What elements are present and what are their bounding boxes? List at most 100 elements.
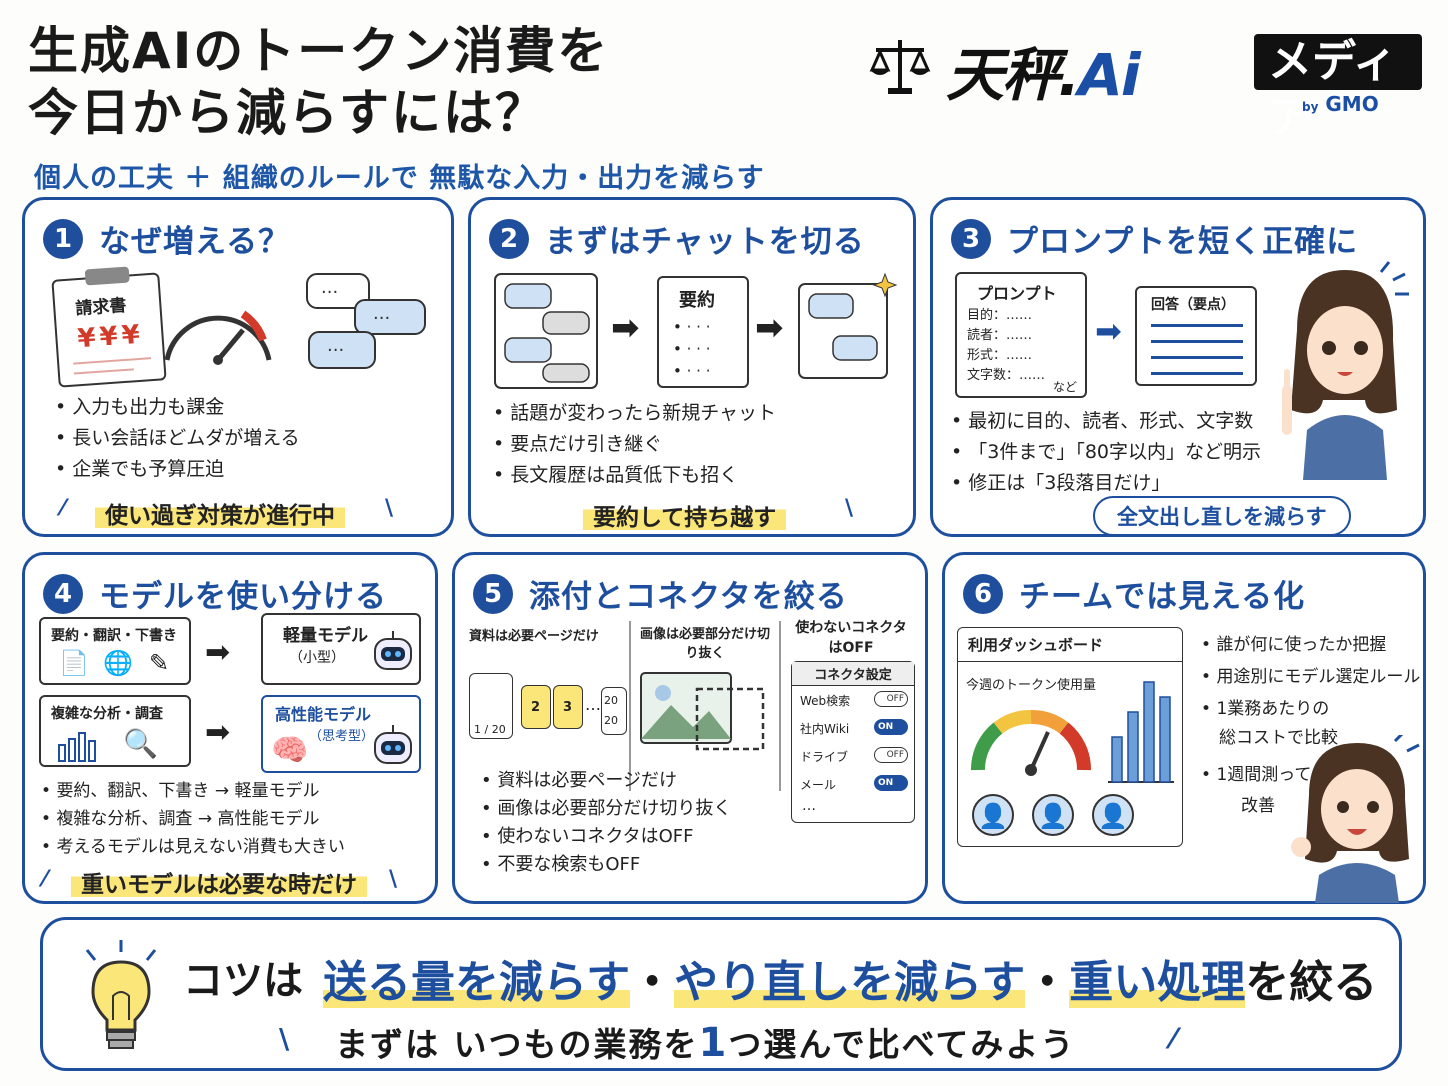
avatar: 👤 <box>972 794 1014 836</box>
card-attachments: 5 添付とコネクタを絞る 資料は必要ページだけ 画像は必要部分だけ切り抜く 使わ… <box>452 552 928 904</box>
tip-main: 送る量を減らす・やり直しを減らす・重い処理を絞る <box>323 946 1377 1010</box>
avatar: 👤 <box>1092 794 1134 836</box>
bullet-item: 「3件まで」「80字以内」など明示 <box>951 437 1261 468</box>
connector-toggle[interactable]: ON <box>874 719 908 735</box>
prompt-title: プロンプト <box>977 284 1057 303</box>
bullet-list: 1週間測って <box>1201 759 1311 791</box>
light-task-card: 要約・翻訳・下書き 📄 🌐 ✎ <box>39 617 191 685</box>
speedometer-icon <box>164 310 272 365</box>
sparkle-icon: ⁄ <box>43 867 47 892</box>
bullet-item: 誰が何に使ったか把握 <box>1201 629 1420 661</box>
chat-bubbles-icon: ··· ··· ··· <box>306 273 426 369</box>
new-chat-icon <box>798 272 898 379</box>
card-model-choice: 4 モデルを使い分ける 要約・翻訳・下書き 📄 🌐 ✎ ➡ 軽量モデル （小型）… <box>22 552 438 904</box>
connector-panel-title: コネクタ設定 <box>792 662 914 686</box>
prompt-field: 目的：…… <box>967 308 1033 323</box>
title-line-2: 今日から減らすには？ <box>28 84 547 142</box>
answer-card: 回答（要点） <box>1135 286 1257 386</box>
page-ellipsis: … <box>585 695 601 714</box>
by-company: by GMO <box>1302 92 1379 116</box>
speech-bubble: 全文出し直しを減らす <box>1093 496 1351 536</box>
bullet-list: 要約、翻訳、下書き → 軽量モデル 複雑な分析、調査 → 高性能モデル 考えるモ… <box>41 777 345 861</box>
robot-icon <box>374 725 412 764</box>
tip-1: 送る量を減らす <box>323 957 631 1008</box>
bullet-item: 要点だけ引き継ぐ <box>493 429 776 460</box>
page-label: 3 <box>563 700 573 715</box>
heavy-task-card: 複雑な分析・調査 🔍 <box>39 695 191 767</box>
card-header: 6 チームでは見える化 <box>963 571 1305 616</box>
bullet-list: 最初に目的、読者、形式、文字数 「3件まで」「80字以内」など明示 修正は「3段… <box>951 406 1261 499</box>
bullet-item: 長文履歴は品質低下も招く <box>493 460 776 491</box>
dashboard-title: 利用ダッシュボード <box>958 628 1182 662</box>
card-number: 4 <box>43 573 83 614</box>
robot-icon <box>374 631 412 670</box>
document-icon: 📄 <box>59 649 89 677</box>
arrow-icon: ➡ <box>205 635 231 670</box>
col-label-connector: 使わないコネクタはOFF <box>795 620 907 656</box>
sparkle-icon: \ <box>845 496 854 521</box>
card-header: 3 プロンプトを短く正確に <box>951 216 1358 261</box>
usage-bar <box>1127 711 1139 783</box>
sparkle-icon: \ <box>279 1022 290 1055</box>
page-subtitle: 個人の工夫 ＋ 組織のルールで 無駄な入力・出力を減らす <box>34 163 765 194</box>
connector-toggle[interactable]: OFF <box>874 747 908 763</box>
light-task-label: 要約・翻訳・下書き <box>51 628 177 644</box>
usage-dashboard: 利用ダッシュボード 今週のトークン使用量 👤 👤 👤 <box>957 627 1183 847</box>
card-title: プロンプトを短く正確に <box>1007 224 1359 260</box>
card-title: モデルを使い分ける <box>99 579 387 615</box>
bullet-item: 考えるモデルは見えない消費も大きい <box>41 833 345 861</box>
card-highlight: 重いモデルは必要な時だけ <box>71 863 367 901</box>
bullet-list: 誰が何に使ったか把握 用途別にモデル選定ルール 1業務あたりの <box>1201 629 1420 725</box>
bullet-item: 修正は「3段落目だけ」 <box>951 468 1261 499</box>
dashboard-subtitle: 今週のトークン使用量 <box>966 678 1097 693</box>
page-label: 20 <box>604 694 618 707</box>
character-cheering-icon <box>1291 735 1420 903</box>
page-label: 20 <box>604 714 618 727</box>
pencil-icon: ✎ <box>149 649 170 677</box>
page-label: 1 / 20 <box>474 723 506 736</box>
bullet-item: 1業務あたりの <box>1201 693 1420 725</box>
light-model-sub: （小型） <box>289 650 345 666</box>
company-name: GMO <box>1325 92 1379 116</box>
bullet-item: 長い会話ほどムダが増える <box>55 423 299 454</box>
bullet-list: 話題が変わったら新規チャット 要点だけ引き継ぐ 長文履歴は品質低下も招く <box>493 398 776 491</box>
page-doc: 2 <box>521 685 551 729</box>
connector-toggle[interactable]: OFF <box>874 691 908 707</box>
arrow-icon: ➡ <box>611 308 640 348</box>
long-chat-icon <box>494 273 598 389</box>
answer-title: 回答（要点） <box>1151 297 1235 313</box>
connector-name: メール <box>800 778 837 792</box>
connector-toggle[interactable]: ON <box>874 775 908 791</box>
brand-name: 天秤.Ai <box>946 28 1141 112</box>
clip-icon <box>84 266 130 286</box>
invoice-amount: ¥¥¥ <box>76 319 145 355</box>
heavy-model-card: 高性能モデル （思考型） 🧠 <box>261 695 421 773</box>
by-text: by <box>1302 100 1319 114</box>
col-label-image: 画像は必要部分だけ切り抜く <box>639 627 770 661</box>
connector-settings-panel: コネクタ設定 Web検索 OFF 社内Wiki ON ドライブ OFF メール … <box>791 661 915 823</box>
summary-title: 要約 <box>679 290 715 311</box>
svg-text:···: ··· <box>327 340 344 361</box>
card-header: 4 モデルを使い分ける <box>43 571 387 616</box>
page-doc: 1 / 20 <box>469 673 513 739</box>
arrow-icon: ➡ <box>205 715 231 750</box>
usage-bar-chart <box>1108 681 1174 783</box>
bullet-item: 不要な検索もOFF <box>481 851 731 879</box>
connector-row: Web検索 OFF <box>800 691 908 709</box>
heavy-model-sub: （思考型） <box>309 729 375 744</box>
connector-name: ドライブ <box>800 750 849 764</box>
tip-3: 重い処理 <box>1069 957 1246 1008</box>
arrow-icon: ➡ <box>755 308 784 348</box>
tip-label: コツは <box>183 958 303 1004</box>
usage-bar <box>1159 696 1171 783</box>
bullet-item: 使わないコネクタはOFF <box>481 823 731 851</box>
bullet-list: 資料は必要ページだけ 画像は必要部分だけ切り抜く 使わないコネクタはOFF 不要… <box>481 767 731 879</box>
avatar: 👤 <box>1032 794 1074 836</box>
bar-chart-icon <box>58 732 96 762</box>
card-header: 1 なぜ増える？ <box>43 216 290 261</box>
tip-separator: ・ <box>630 957 675 1008</box>
summary-item: • · · · <box>673 362 711 380</box>
image-crop-icon <box>640 672 765 751</box>
scale-icon <box>869 40 931 94</box>
sparkle-icon: \ <box>385 496 394 521</box>
